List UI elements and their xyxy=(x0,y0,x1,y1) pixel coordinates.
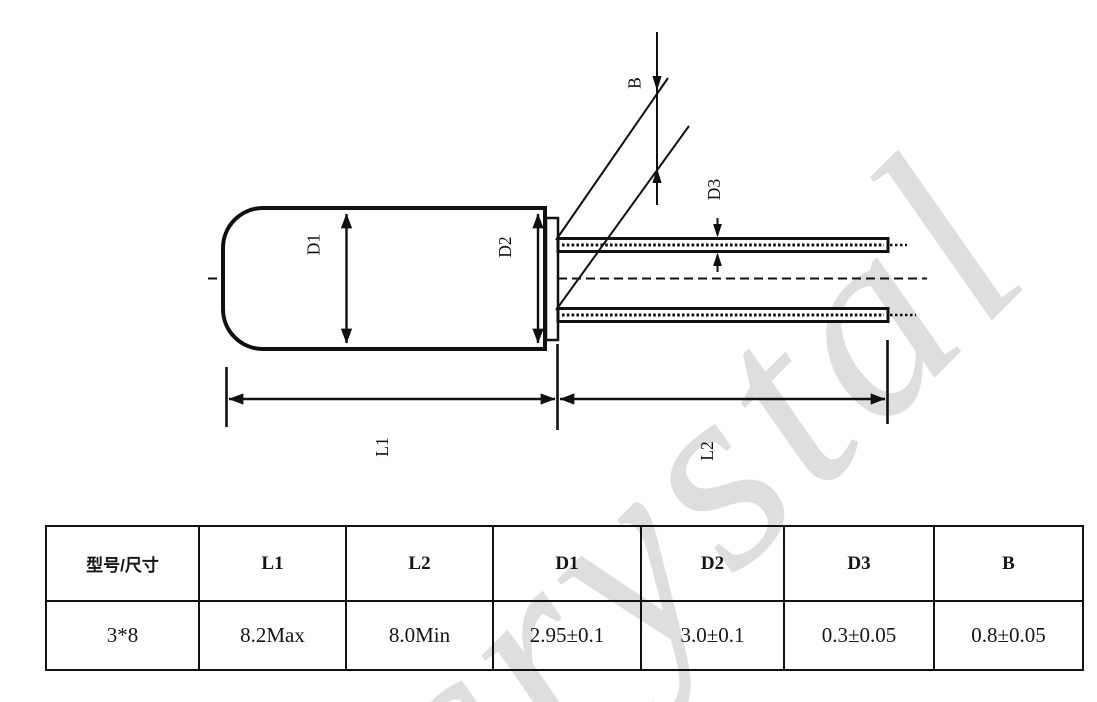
table-value-row: 3*8 8.2Max 8.0Min 2.95±0.1 3.0±0.1 0.3±0… xyxy=(45,600,1084,671)
header-cell-b: B xyxy=(933,525,1084,602)
b-label: B xyxy=(625,77,645,89)
value-cell-d3: 0.3±0.05 xyxy=(783,600,935,671)
base-flange xyxy=(544,216,560,342)
header-cell-l1: L1 xyxy=(198,525,347,602)
l2-label: L2 xyxy=(697,441,717,460)
dimension-drawing: D1 D2 B D3 L1 L2 xyxy=(208,32,927,461)
b-extension-line-lower xyxy=(555,125,690,311)
header-cell-model: 型号/尺寸 xyxy=(45,525,200,602)
b-extension-line-upper xyxy=(555,77,669,241)
header-cell-d1: D1 xyxy=(492,525,642,602)
value-cell-d2: 3.0±0.1 xyxy=(640,600,785,671)
header-cell-d3: D3 xyxy=(783,525,935,602)
d1-label: D1 xyxy=(304,234,324,255)
d3-arrowhead-down xyxy=(713,224,722,238)
b-arrowhead-up xyxy=(652,168,662,183)
l1-label: L1 xyxy=(372,437,392,456)
value-cell-l2: 8.0Min xyxy=(345,600,494,671)
header-cell-d2: D2 xyxy=(640,525,785,602)
header-cell-l2: L2 xyxy=(345,525,494,602)
b-arrowhead-down xyxy=(652,76,662,91)
value-cell-l1: 8.2Max xyxy=(198,600,347,671)
value-cell-model: 3*8 xyxy=(45,600,200,671)
component-body-outline xyxy=(221,206,547,351)
dimension-table: 型号/尺寸 L1 L2 D1 D2 D3 B 3*8 8.2Max 8.0Min… xyxy=(45,525,1084,671)
d3-arrowhead-up xyxy=(713,252,722,266)
value-cell-b: 0.8±0.05 xyxy=(933,600,1084,671)
d2-label: D2 xyxy=(495,236,515,257)
table-header-row: 型号/尺寸 L1 L2 D1 D2 D3 B xyxy=(45,525,1084,602)
value-cell-d1: 2.95±0.1 xyxy=(492,600,642,671)
d3-label: D3 xyxy=(704,179,724,201)
